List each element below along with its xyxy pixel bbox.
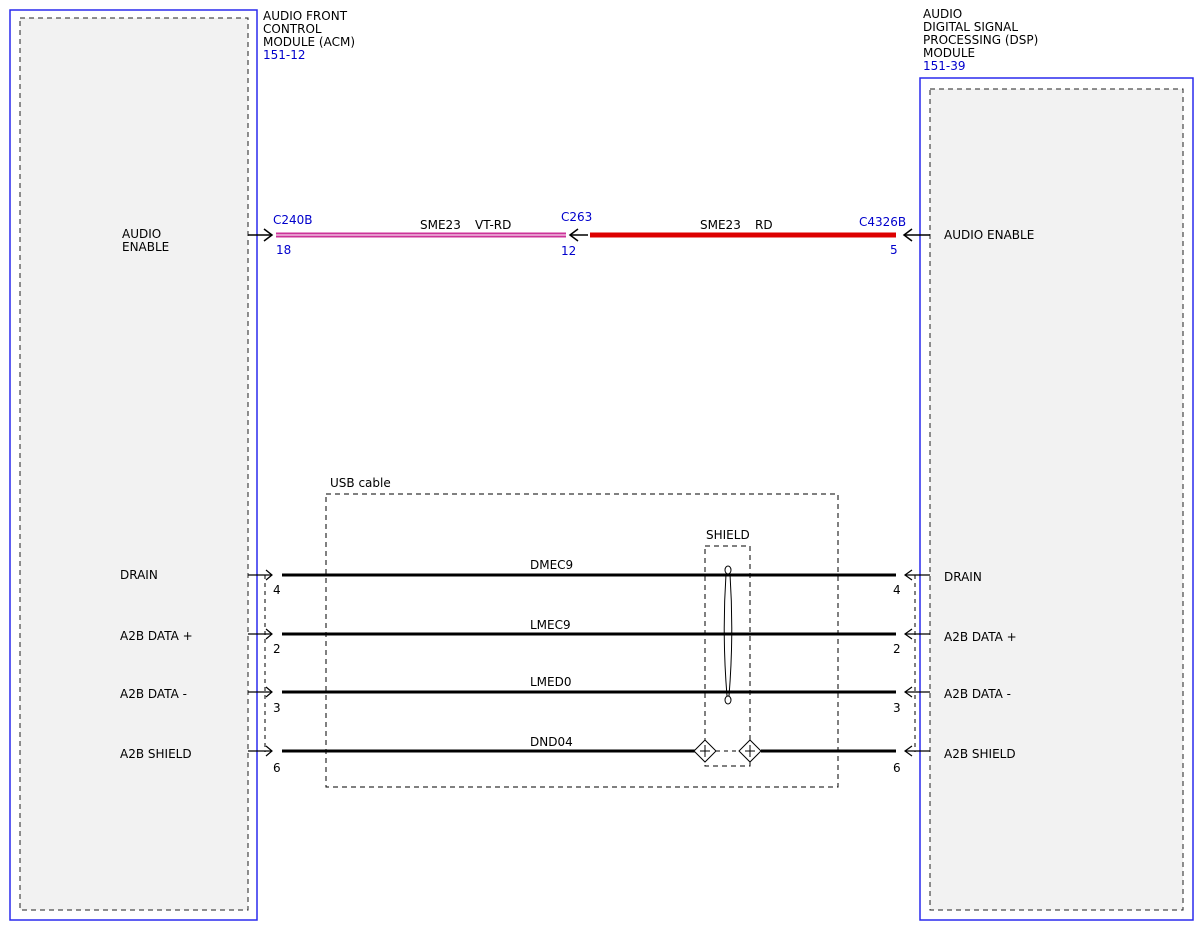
right-module-name-line-3: PROCESSING (DSP) [923, 33, 1038, 47]
c240b-connector-arrow [263, 228, 274, 242]
connector-c240b-pin: 18 [276, 243, 291, 257]
right-module[interactable] [919, 77, 1194, 921]
left-module-ref: 151-12 [263, 48, 306, 62]
twisted-pair-symbol [723, 565, 733, 705]
right-pin-drain: DRAIN [944, 570, 982, 584]
left-module[interactable] [9, 9, 258, 921]
wire-dmec9-left-pin: 4 [273, 583, 281, 597]
right-pin-a2b-shield: A2B SHIELD [944, 747, 1016, 761]
right-pin-a2b-data-minus: A2B DATA - [944, 687, 1011, 701]
left-pin-a2b-data-plus: A2B DATA + [120, 629, 193, 643]
left-pin-audio-enable-line-1: AUDIO [122, 227, 161, 241]
wire-dnd04-right-pin: 6 [893, 761, 901, 775]
wire-dmec9-label: DMEC9 [530, 558, 573, 572]
wire-lmec9-label: LMEC9 [530, 618, 571, 632]
right-module-name-line-1: AUDIO [923, 7, 962, 21]
wire-dnd04-left-pin: 6 [273, 761, 281, 775]
right-enable-circuit-label: SME23 [700, 218, 741, 232]
left-module-name-line-2: CONTROL [263, 22, 322, 36]
right-pin-a2b-data-plus: A2B DATA + [944, 630, 1017, 644]
left-enable-color-label: VT-RD [475, 218, 511, 232]
wire-dnd04[interactable] [248, 745, 930, 757]
wire-lmec9[interactable] [248, 628, 930, 640]
connector-c263-pin: 12 [561, 244, 576, 258]
left-enable-circuit-label: SME23 [420, 218, 461, 232]
wire-lmed0-right-pin: 3 [893, 701, 901, 715]
wire-lmed0-label: LMED0 [530, 675, 572, 689]
shield-splice-left-icon [693, 739, 717, 763]
wire-lmed0-left-pin: 3 [273, 701, 281, 715]
shield-boundary [704, 545, 751, 767]
left-pin-drain: DRAIN [120, 568, 158, 582]
usb-cable-boundary [325, 493, 839, 788]
shield-splice-right-icon [738, 739, 762, 763]
wire-lmed0[interactable] [248, 686, 930, 698]
wire-dmec9[interactable] [248, 569, 930, 581]
wire-lmec9-right-pin: 2 [893, 642, 901, 656]
right-module-name-line-4: MODULE [923, 46, 975, 60]
left-pin-a2b-data-minus: A2B DATA - [120, 687, 187, 701]
connector-c240b-label: C240B [273, 213, 313, 227]
usb-cable-label: USB cable [330, 476, 391, 490]
connector-c4326b-pin: 5 [890, 243, 898, 257]
wire-lmec9-left-pin: 2 [273, 642, 281, 656]
connector-c263-label: C263 [561, 210, 592, 224]
wire-dmec9-right-pin: 4 [893, 583, 901, 597]
connector-c4326b-label: C4326B [859, 215, 906, 229]
right-pin-audio-enable: AUDIO ENABLE [944, 228, 1034, 242]
right-enable-color-label: RD [755, 218, 773, 232]
left-module-name-line-1: AUDIO FRONT [263, 9, 348, 23]
right-module-ref: 151-39 [923, 59, 966, 73]
left-pin-a2b-shield: A2B SHIELD [120, 747, 192, 761]
wire-dnd04-label: DND04 [530, 735, 573, 749]
right-module-name-line-2: DIGITAL SIGNAL [923, 20, 1018, 34]
shield-label: SHIELD [706, 528, 750, 542]
left-pin-audio-enable-line-2: ENABLE [122, 240, 169, 254]
left-module-name-line-3: MODULE (ACM) [263, 35, 355, 49]
